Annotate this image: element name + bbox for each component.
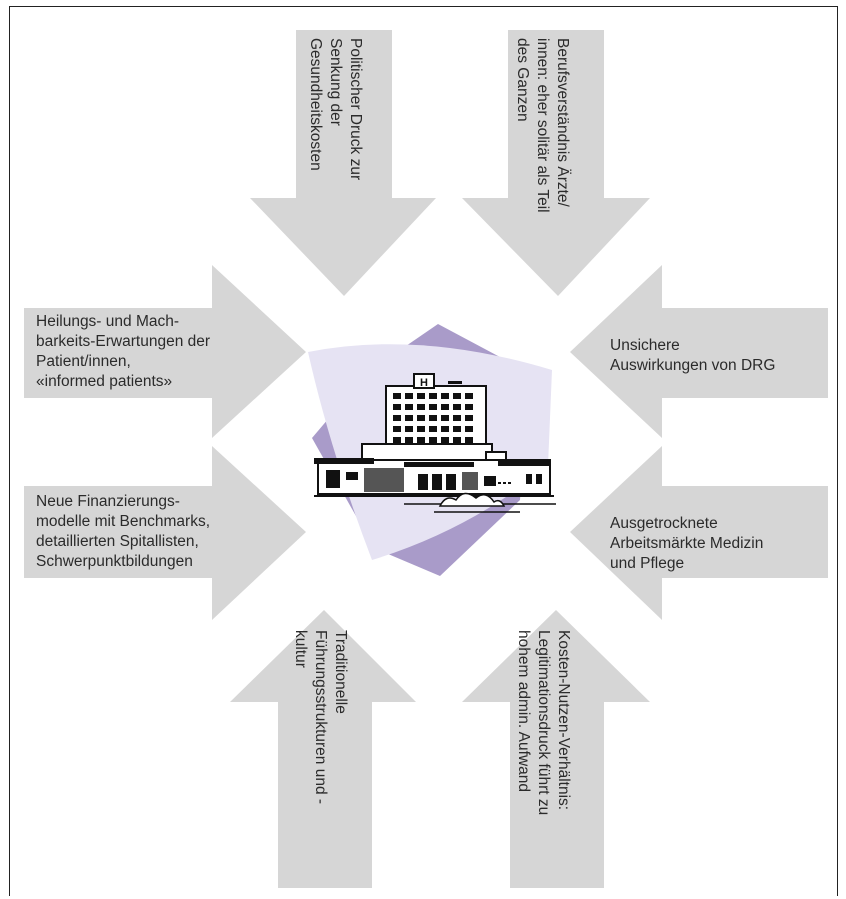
force-label-right-upper: Unsichere Auswirkungen von DRG <box>610 337 776 374</box>
arrow-right-upper <box>570 265 828 438</box>
hospital-icon: H <box>308 324 556 576</box>
arrow-left-upper <box>24 265 306 438</box>
arrow-top-left <box>250 30 436 296</box>
arrow-top-right <box>462 30 650 296</box>
arrow-left-lower <box>24 446 306 620</box>
force-label-top-left: Politischer Druck zur Senkung der Gesund… <box>307 38 364 181</box>
force-label-bottom-left: Traditionelle Führungsstrukturen und - k… <box>292 630 349 805</box>
force-label-bottom-right: Kosten-Nutzen-Verhältnis: Legitimationsd… <box>515 630 572 816</box>
arrow-right-lower <box>570 446 828 620</box>
force-label-left-upper: Heilungs- und Mach- barkeits-Erwartungen… <box>36 313 211 390</box>
force-label-top-right: Berufsverständnis Ärzte/ innen: eher sol… <box>514 38 571 213</box>
arrow-bottom-left <box>230 610 416 888</box>
force-label-right-lower: Ausgetrocknete Arbeitsmärkte Medizin und… <box>610 515 764 572</box>
hospital-sign-letter: H <box>420 377 428 389</box>
arrow-bottom-right <box>462 610 650 888</box>
force-label-left-lower: Neue Finanzierungs- modelle mit Benchmar… <box>36 493 211 570</box>
diagram-frame <box>9 6 838 896</box>
